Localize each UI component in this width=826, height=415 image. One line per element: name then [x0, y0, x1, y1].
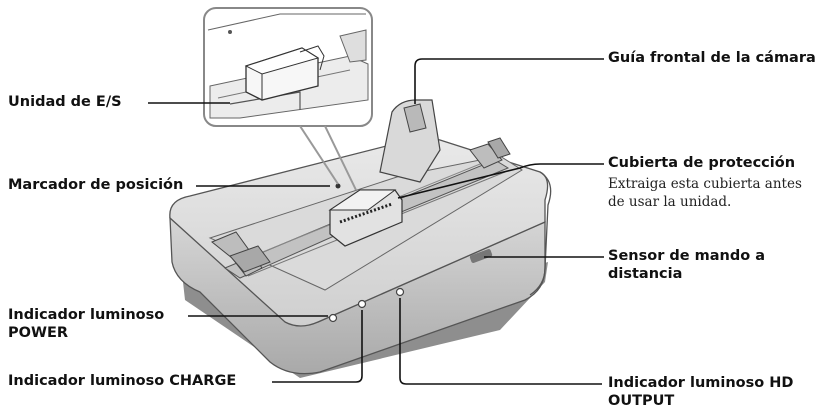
leader-charge — [272, 310, 363, 383]
label-protective-cover: Cubierta de protección — [608, 155, 796, 171]
label-remote-sensor-line2: distancia — [608, 266, 683, 282]
label-camera-guide: Guía frontal de la cámara — [608, 50, 816, 66]
leader-protective-cover — [397, 163, 604, 199]
right-clip-2 — [487, 137, 511, 159]
inset-pointer-right — [324, 125, 357, 191]
charge-led-dot — [357, 299, 367, 309]
leader-camera-guide — [414, 58, 604, 104]
leader-hd-output — [399, 298, 602, 385]
leader-lines — [148, 58, 604, 385]
left-clip-2 — [229, 245, 271, 273]
label-io-unit: Unidad de E/S — [8, 94, 122, 110]
hd-output-led-dot — [395, 287, 405, 297]
label-charge-led: Indicador luminoso CHARGE — [8, 373, 237, 389]
right-clip — [469, 143, 503, 169]
remote-sensor-window — [469, 249, 493, 263]
label-hd-output-led-line1: Indicador luminoso HD — [608, 375, 794, 391]
camera-guide-tab — [403, 103, 427, 133]
protective-cover-note-line1: Extraiga esta cubierta antes — [608, 176, 802, 192]
label-hd-output-led-line2: OUTPUT — [608, 393, 675, 409]
inset-pointer-left — [299, 125, 339, 185]
inset-contents — [207, 13, 369, 119]
protective-cover-note-line2: de usar la unidad. — [608, 194, 732, 210]
label-power-led-line2: POWER — [8, 325, 69, 341]
device-right-edge — [529, 171, 552, 296]
label-remote-sensor-line1: Sensor de mando a — [608, 248, 766, 264]
label-power-led-line1: Indicador luminoso — [8, 307, 165, 323]
power-led-dot — [328, 313, 338, 323]
protective-cover-top — [328, 189, 397, 211]
position-marker-dot — [335, 183, 341, 189]
protective-cover-pins — [339, 202, 393, 224]
label-position-marker: Marcador de posición — [8, 177, 184, 193]
camera-guide-shape — [379, 99, 441, 183]
